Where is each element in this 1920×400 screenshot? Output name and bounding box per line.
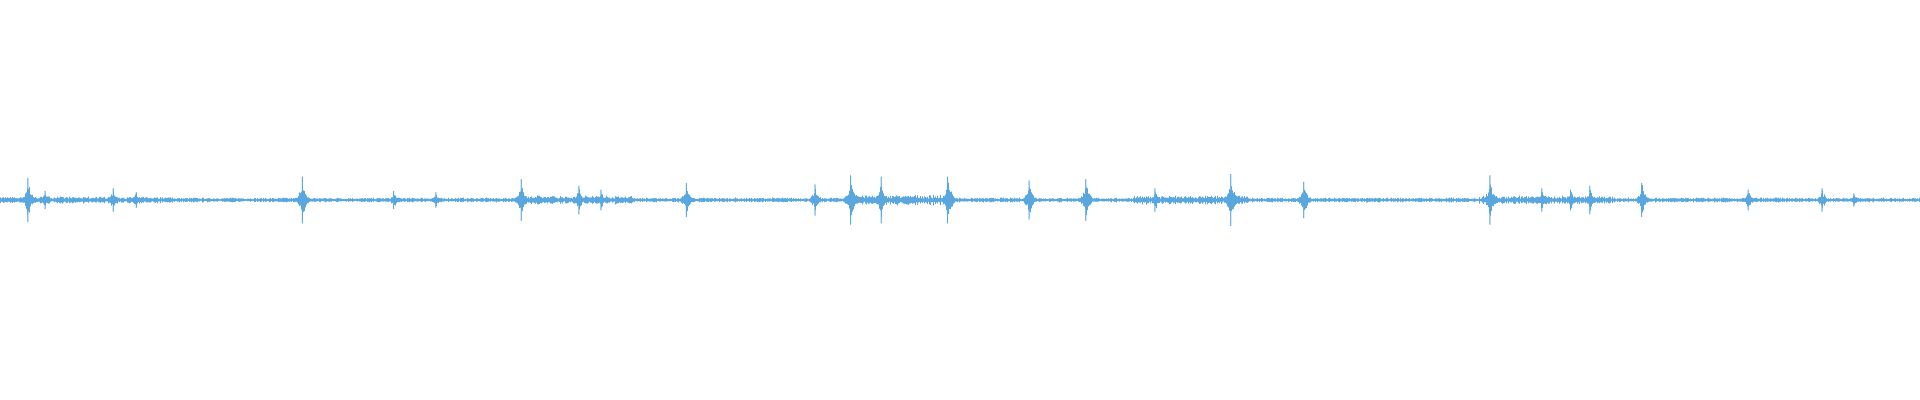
- waveform-signal: [0, 182, 1920, 219]
